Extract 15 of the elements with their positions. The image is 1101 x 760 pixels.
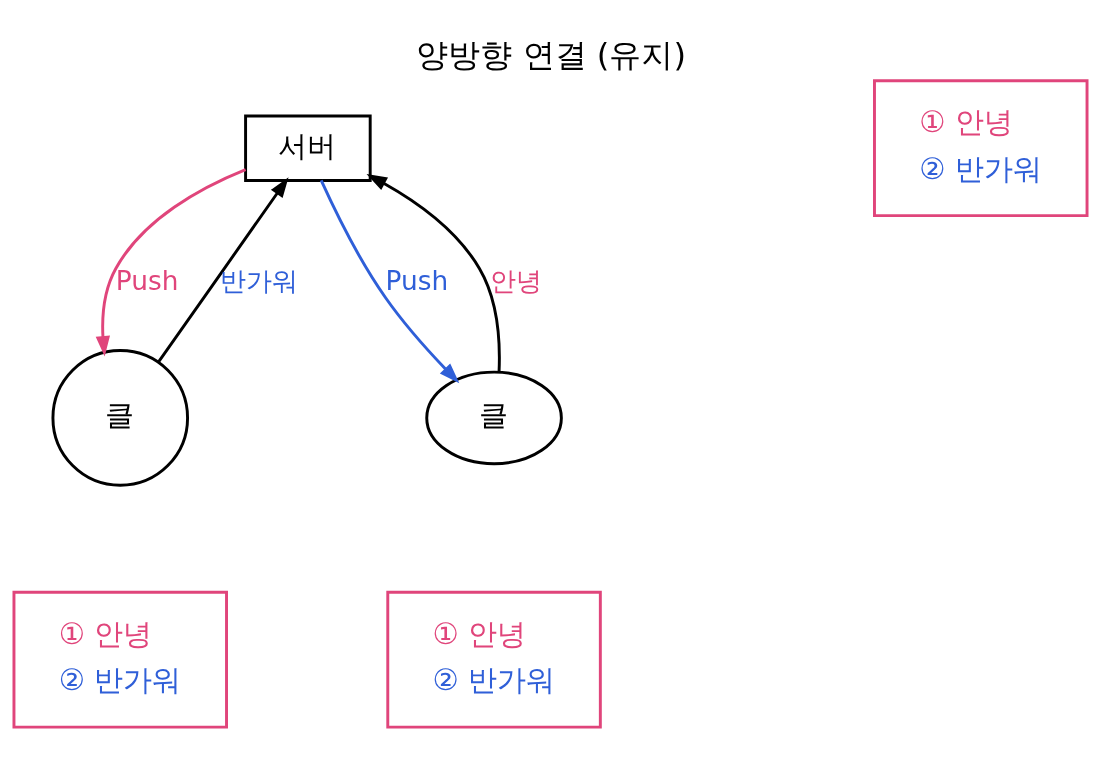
edge-label: Push <box>115 265 179 296</box>
diagram-title: 양방향 연결 (유지) <box>416 35 687 74</box>
arrow <box>95 167 247 356</box>
arrow <box>319 179 460 383</box>
node-box: 서버 <box>244 114 372 182</box>
node-ellipse: 클 <box>425 370 563 465</box>
edge-label: 반가워 <box>219 265 298 296</box>
node-circle: 클 <box>51 348 190 487</box>
node-box: ① 안녕 ② 반가워 <box>12 590 228 729</box>
node-box: ① 안녕 ② 반가워 <box>873 78 1089 217</box>
edge-label: 안녕 <box>489 265 542 296</box>
node-box: ① 안녕 ② 반가워 <box>386 590 602 729</box>
arrow <box>366 173 501 372</box>
arrow <box>157 176 289 363</box>
edge-label: Push <box>385 265 449 296</box>
